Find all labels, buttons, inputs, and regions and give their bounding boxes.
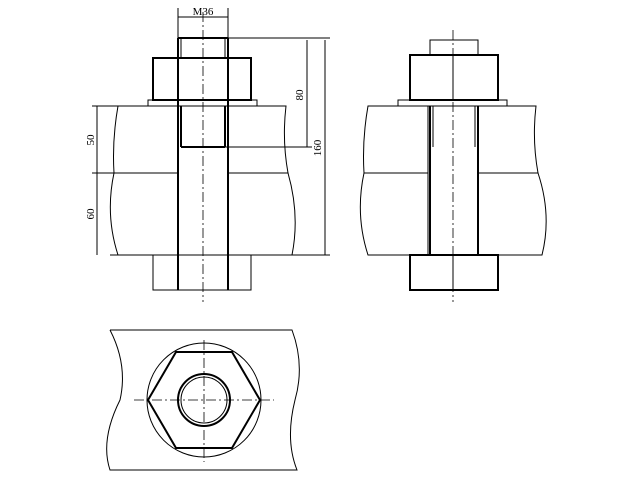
nut-height-label: 80	[294, 89, 306, 101]
upper-plate	[363, 105, 539, 174]
lower-plate-label: 60	[85, 208, 97, 220]
left-section-view: M36 80 160 50 60	[85, 6, 330, 302]
top-nut	[409, 54, 499, 101]
upper-plate	[113, 105, 289, 174]
plate-outline	[106, 329, 300, 471]
top-nut	[152, 57, 252, 101]
total-length-label: 160	[312, 139, 324, 156]
thread-size-label: M36	[193, 6, 214, 18]
bottom-nut	[409, 254, 499, 291]
lower-plate	[359, 172, 547, 256]
right-section-view	[359, 30, 547, 302]
upper-plate-label: 50	[85, 134, 97, 146]
bottom-nut	[152, 254, 252, 291]
top-view	[106, 329, 300, 471]
bolt-thread-end	[429, 39, 479, 56]
